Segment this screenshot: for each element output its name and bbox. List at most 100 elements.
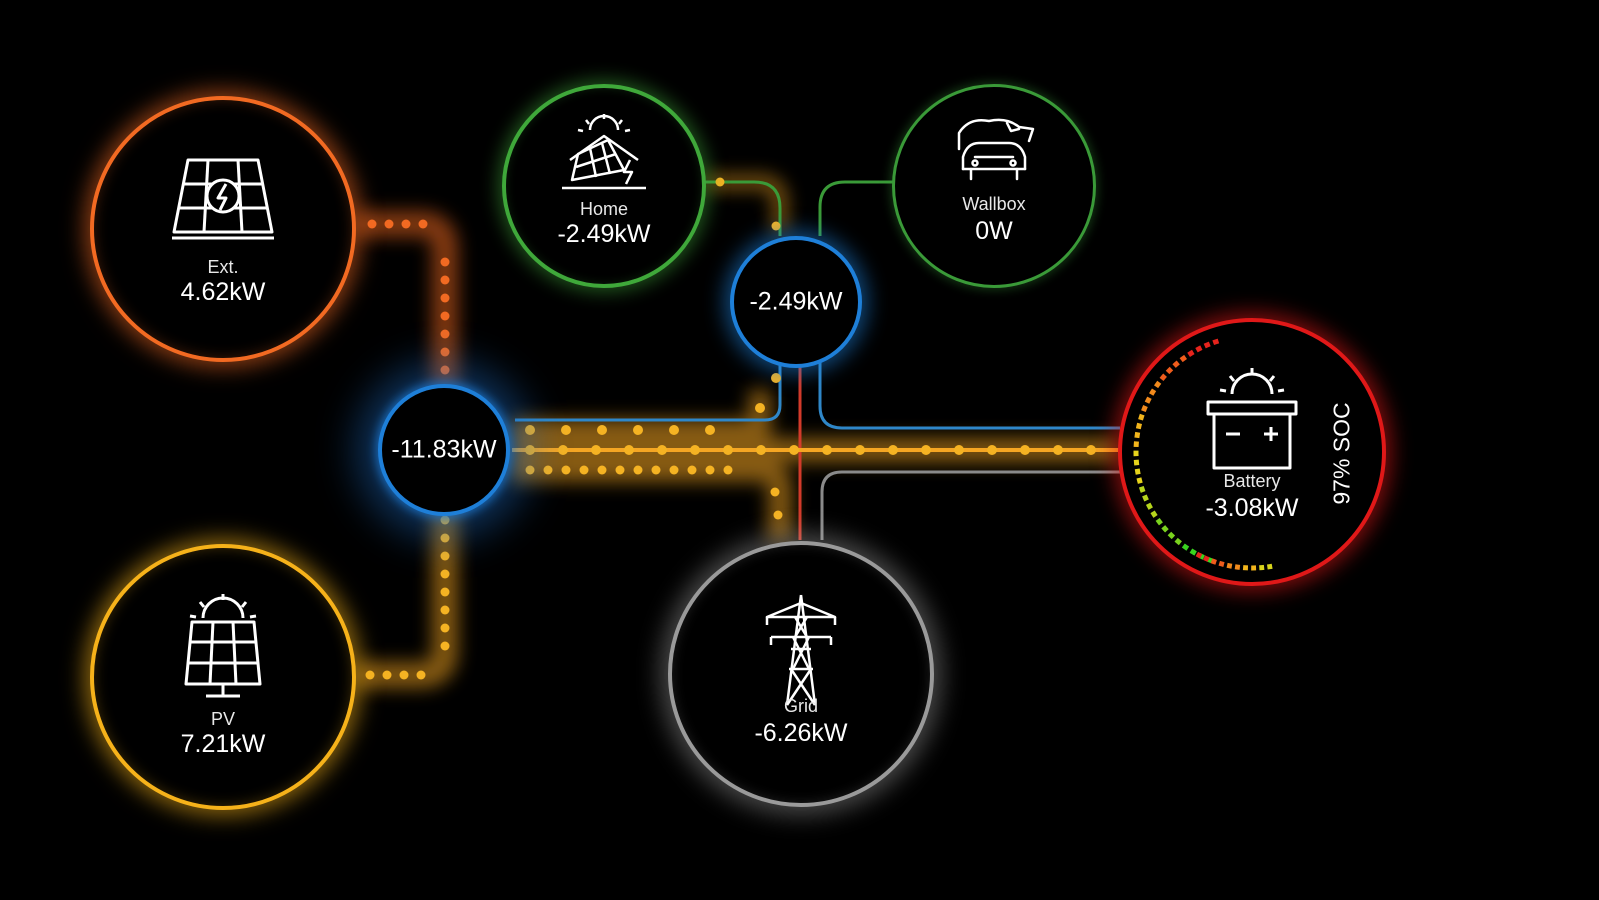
soc-ring-segment [1149,388,1157,396]
soc-ring-segment [1212,338,1220,346]
soc-ring-segment [1150,510,1158,518]
flow-dot [789,445,799,455]
soc-ring-segment [1195,551,1203,559]
flow-dot [633,425,643,435]
soc-ring-segment [1134,431,1141,439]
soc-ring-segment [1181,543,1190,551]
soc-ring-segment [1179,354,1188,363]
soc-ring-segment [1234,564,1241,570]
flow-dot [771,373,781,383]
flow-dot [543,465,553,475]
flow-dot [855,445,865,455]
battery-icon [1206,368,1298,470]
flow-dot [384,219,394,229]
secondary-hub-node[interactable]: -2.49kW [730,236,862,368]
flow-dot [669,465,679,475]
secondary-hub-value: -2.49kW [749,287,843,316]
grid-to-battery-line [820,470,1120,540]
flow-dot [1086,445,1096,455]
grid-node[interactable]: Grid -6.26kW [668,541,934,807]
soc-ring-segment [1154,380,1162,389]
pv-node[interactable]: PV 7.21kW [90,544,356,810]
house-solar-icon [562,114,646,190]
flow-dot [615,465,625,475]
flow-dot [987,445,997,455]
soc-ring-segment [1167,531,1176,540]
flow-dot [561,425,571,435]
flow-dot [597,465,607,475]
soc-ring-segment [1145,502,1153,510]
secondary-hub-to-main-line [515,362,782,422]
soc-ring-segment [1134,468,1141,475]
soc-ring-segment [1135,422,1143,430]
soc-ring-segment [1159,373,1167,381]
flow-dot [440,605,450,615]
flow-dot [705,465,715,475]
secondary-hub-to-battery-line [818,362,1120,430]
flow-dot [591,445,601,455]
home-value: -2.49kW [557,220,651,248]
flow-dot [440,515,450,525]
flow-dots [365,177,1096,680]
main-hub-value: -11.83kW [391,435,497,464]
flow-dot [440,329,450,339]
wallbox-to-secondary-hub-line [818,180,895,236]
flow-dot [367,219,377,229]
battery-node[interactable]: Battery -3.08kW 97% SOC [1118,318,1386,586]
wallbox-node[interactable]: Wallbox 0W [892,84,1096,288]
solar-panel-sun-icon [184,594,262,698]
grid-label: Grid [783,696,818,716]
flow-dot [651,465,661,475]
battery-soc-text: 97% SOC [1328,402,1355,505]
flow-dot [365,670,375,680]
flow-dot [440,347,450,357]
flow-dot [440,641,450,651]
main-hub-node[interactable]: -11.83kW [378,384,510,516]
flow-dot [705,425,715,435]
home-node[interactable]: Home -2.49kW [502,84,706,288]
flow-dot [440,533,450,543]
soc-ring-segments [1133,338,1273,571]
pv-label: PV [210,709,235,729]
soc-ring-segment [1161,525,1169,533]
soc-ring-segment [1136,477,1143,484]
soc-ring-segment [1165,366,1174,375]
flow-dot [418,219,428,229]
flow-dot [558,445,568,455]
battery-soc-ring [1133,338,1273,571]
soc-ring-segment [1138,413,1145,421]
soc-ring-segment [1210,558,1217,565]
pv-value: 7.21kW [180,730,266,758]
flow-dot [440,275,450,285]
soc-ring-segment [1172,360,1180,368]
flow-dot [773,510,783,520]
flow-dot [633,465,643,475]
flow-dot [416,670,426,680]
battery-value: -3.08kW [1205,494,1299,522]
soc-ring-segment [1187,349,1195,357]
flow-dot [440,365,450,375]
flow-dot [579,465,589,475]
flow-dot [440,551,450,561]
flow-dot [399,670,409,680]
flow-dot [954,445,964,455]
flow-dot [715,177,725,187]
flow-dot [755,403,765,413]
flow-dot [770,487,780,497]
flow-dot [440,587,450,597]
soc-ring-segment [1142,494,1149,502]
flow-dot [440,569,450,579]
flow-dot [669,425,679,435]
flow-dot [525,465,535,475]
soc-ring-segment [1138,486,1146,493]
ext-node[interactable]: Ext. 4.62kW [90,96,356,362]
soc-ring-segment [1144,396,1152,404]
soc-ring-segment [1267,563,1273,570]
battery-label: Battery [1223,471,1281,491]
flow-dot [440,311,450,321]
soc-ring-segment [1189,548,1197,556]
soc-ring-segment [1155,518,1163,526]
flow-dot [822,445,832,455]
